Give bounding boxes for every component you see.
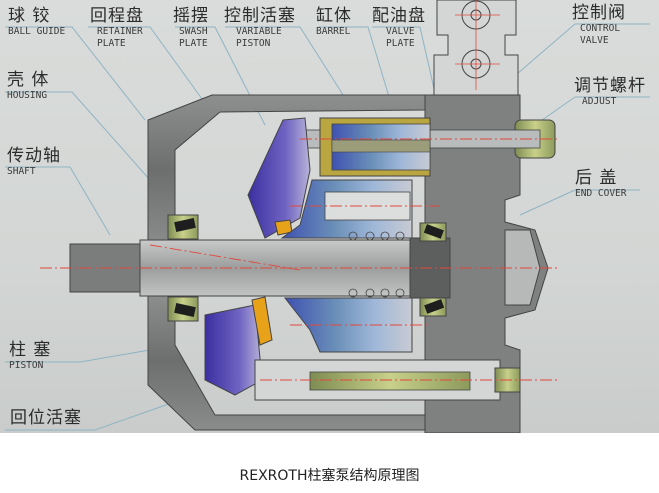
label-swash-plate: 摇摆 SWASH PLATE [173,6,209,49]
swash-plate-top [247,117,311,239]
label-return-piston: 回位活塞 [10,408,82,428]
swash-plate-bottom [204,304,263,396]
diagram-drawing [5,0,650,433]
bearings [167,214,447,322]
leader-lines [5,23,650,431]
label-ball-guide: 球 铰 BALL GUIDE [8,6,66,37]
figure-caption: REXROTH柱塞泵结构原理图 [239,468,420,484]
spring-coils [348,231,405,298]
control-valve-centerlines [455,0,500,90]
label-valve-plate: 配油盘 VALVE PLATE [372,6,426,49]
label-end-cover: 后 盖 END COVER [575,168,627,199]
label-barrel: 缸体 BARREL [316,6,352,37]
end-cover [424,94,549,433]
label-housing: 壳 体 HOUSING [7,70,50,101]
label-piston: 柱 塞 PISTON [9,340,52,371]
label-shaft: 传动轴 SHAFT [7,146,61,177]
label-variable-piston: 控制活塞 VARIABLE PISTON [224,6,296,49]
retainer-plate [251,296,273,346]
centerlines [40,138,560,381]
label-retainer-plate: 回程盘 RETAINER PLATE [90,6,144,49]
label-control-valve: 控制阀 CONTROL VALVE [572,3,626,46]
pump-cross-section-diagram: 球 铰 BALL GUIDE 回程盘 RETAINER PLATE 摇摆 SWA… [0,0,659,433]
label-adjust: 调节螺杆 ADJUST [574,76,646,107]
